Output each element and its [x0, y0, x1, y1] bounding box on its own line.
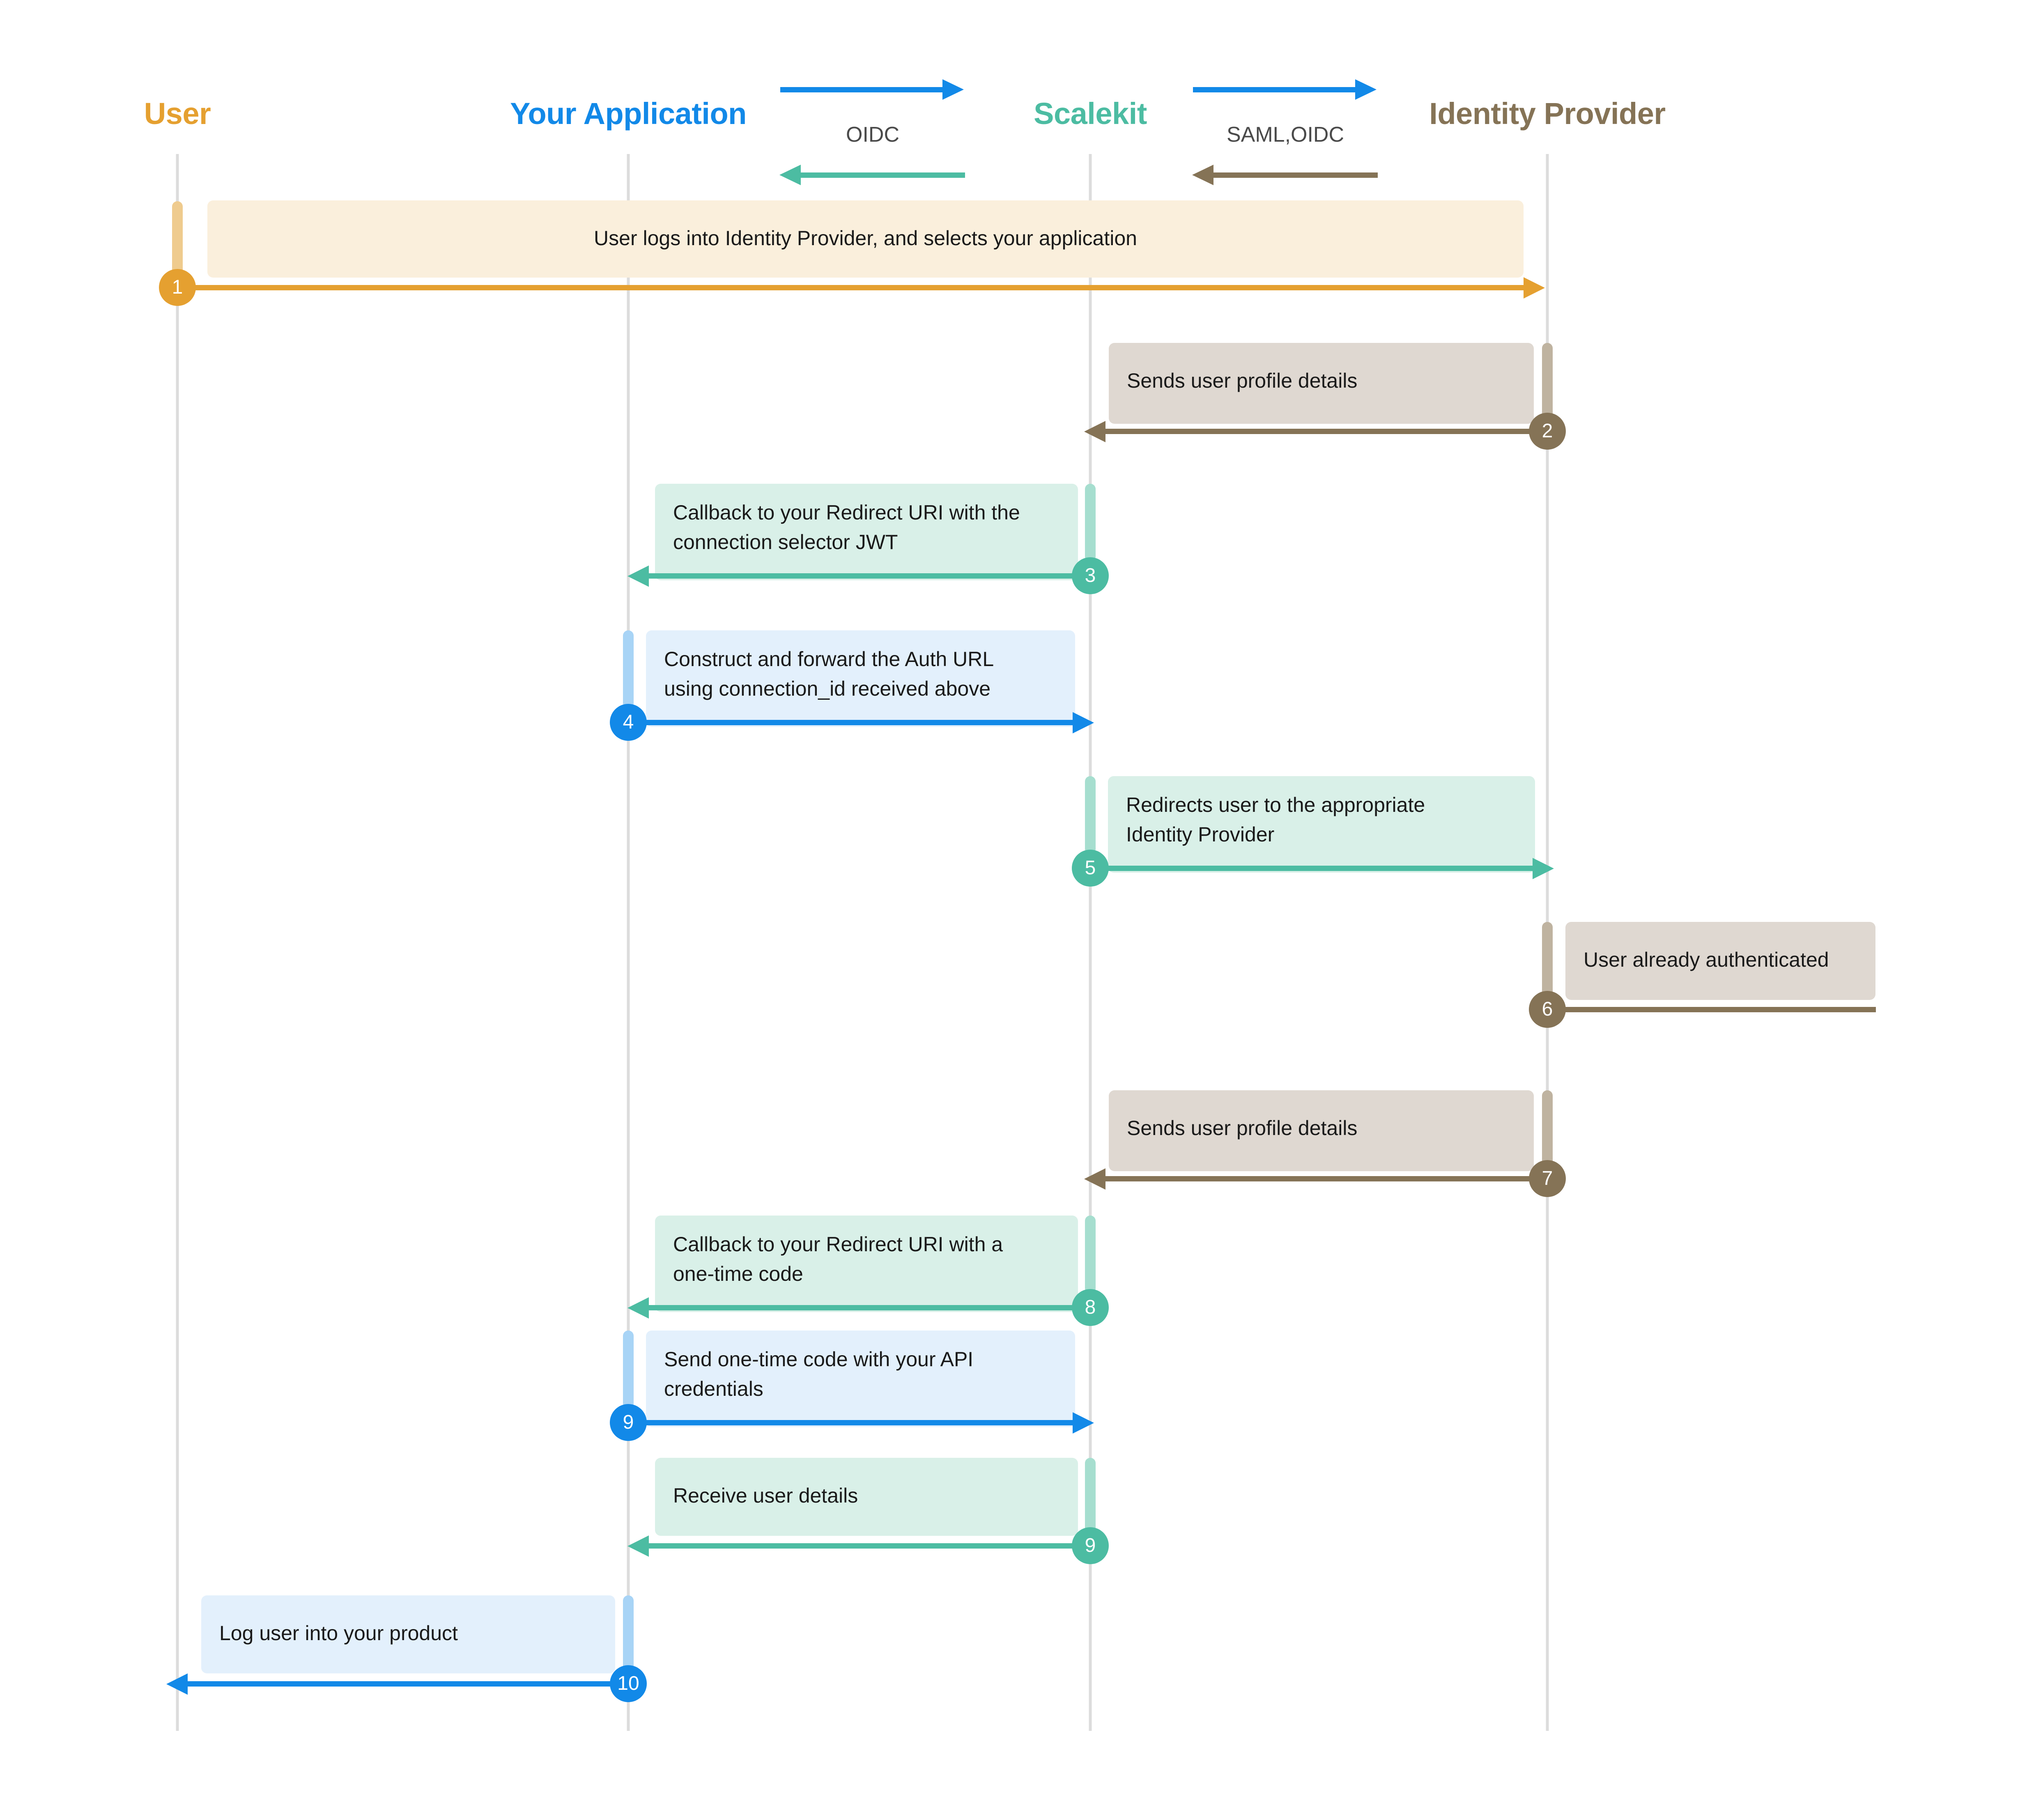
message-line-step-9a [628, 1420, 1076, 1425]
note-step-9b: Receive user details [655, 1458, 1078, 1536]
message-line-step-8 [648, 1305, 1092, 1310]
message-line-step-10 [187, 1681, 630, 1687]
legend-saml-oidc-forward-arrowhead-icon [1355, 79, 1377, 100]
legend-oidc-label: OIDC [846, 123, 899, 147]
step-badge-9a[interactable]: 9 [610, 1404, 647, 1441]
note-step-8: Callback to your Redirect URI with a one… [655, 1216, 1078, 1312]
legend-oidc-backward-line [801, 172, 965, 178]
message-line-step-4 [628, 720, 1076, 725]
legend-saml-oidc-forward-line [1193, 87, 1357, 92]
note-step-5: Redirects user to the appropriate Identi… [1108, 776, 1535, 873]
note-text-step-2: Sends user profile details [1127, 369, 1358, 392]
arrowhead-left-step-10-icon [166, 1673, 188, 1695]
note-text-step-9b: Receive user details [673, 1484, 858, 1507]
arrowhead-right-step-1-icon [1524, 277, 1545, 299]
arrowhead-right-step-4-icon [1073, 712, 1094, 733]
participant-header-identity-provider: Identity Provider [1429, 97, 1666, 131]
message-line-step-6 [1547, 1007, 1876, 1012]
note-step-2: Sends user profile details [1109, 343, 1534, 424]
note-text-step-4: Construct and forward the Auth URL using… [664, 648, 994, 700]
message-line-step-5 [1090, 866, 1537, 871]
note-step-6: User already authenticated [1565, 922, 1875, 1000]
legend-saml-oidc-backward-arrowhead-icon [1192, 165, 1213, 185]
arrowhead-left-step-7-icon [1084, 1168, 1105, 1190]
legend-oidc-forward-line [780, 87, 945, 92]
activation-bar-step-9b [1085, 1458, 1096, 1536]
message-line-step-1 [177, 285, 1533, 290]
arrowhead-right-step-9a-icon [1073, 1412, 1094, 1434]
activation-bar-step-2 [1542, 343, 1553, 421]
arrowhead-left-step-9b-icon [627, 1535, 649, 1557]
message-line-step-7 [1105, 1176, 1548, 1181]
step-badge-6[interactable]: 6 [1529, 991, 1566, 1028]
note-text-step-10: Log user into your product [219, 1622, 458, 1645]
lifeline-scalekit [1089, 154, 1092, 1731]
note-text-step-8: Callback to your Redirect URI with a one… [673, 1233, 1003, 1285]
activation-bar-step-5 [1085, 776, 1096, 854]
arrowhead-left-step-3-icon [627, 565, 649, 587]
step-badge-5[interactable]: 5 [1072, 850, 1109, 887]
legend-oidc-forward-arrowhead-icon [942, 79, 964, 100]
message-line-step-3 [648, 573, 1092, 579]
activation-bar-step-3 [1085, 484, 1096, 562]
step-badge-1[interactable]: 1 [159, 269, 196, 306]
message-line-step-2 [1105, 429, 1548, 434]
note-text-step-7: Sends user profile details [1127, 1117, 1358, 1140]
arrowhead-right-step-5-icon [1533, 858, 1554, 879]
activation-bar-step-4 [623, 630, 634, 708]
step-badge-3[interactable]: 3 [1072, 557, 1109, 594]
note-text-step-9a: Send one-time code with your API credent… [664, 1348, 974, 1400]
note-step-7: Sends user profile details [1109, 1090, 1534, 1171]
arrowhead-left-step-8-icon [627, 1297, 649, 1319]
activation-bar-step-7 [1542, 1090, 1553, 1168]
step-badge-8[interactable]: 8 [1072, 1289, 1109, 1326]
step-badge-7[interactable]: 7 [1529, 1160, 1566, 1197]
note-step-10: Log user into your product [201, 1595, 615, 1673]
activation-bar-step-10 [623, 1595, 634, 1673]
step-badge-2[interactable]: 2 [1529, 413, 1566, 450]
step-badge-4[interactable]: 4 [610, 704, 647, 741]
legend-saml-oidc-label: SAML,OIDC [1226, 123, 1344, 147]
lifeline-your-application [627, 154, 630, 1731]
activation-bar-step-8 [1085, 1216, 1096, 1294]
lifeline-user [176, 154, 179, 1731]
arrowhead-left-step-2-icon [1084, 421, 1105, 442]
note-text-step-1: User logs into Identity Provider, and se… [594, 227, 1137, 250]
note-step-4: Construct and forward the Auth URL using… [646, 630, 1075, 727]
note-step-9a: Send one-time code with your API credent… [646, 1331, 1075, 1427]
note-text-step-3: Callback to your Redirect URI with the c… [673, 501, 1020, 554]
participant-header-scalekit: Scalekit [1034, 97, 1147, 131]
legend-oidc-backward-arrowhead-icon [779, 165, 801, 185]
note-step-1: User logs into Identity Provider, and se… [207, 200, 1524, 278]
participant-header-user: User [144, 97, 211, 131]
step-badge-10[interactable]: 10 [610, 1665, 647, 1702]
step-badge-9b[interactable]: 9 [1072, 1527, 1109, 1564]
note-text-step-6: User already authenticated [1583, 948, 1829, 971]
note-text-step-5: Redirects user to the appropriate Identi… [1126, 793, 1425, 846]
participant-header-your-application: Your Application [510, 97, 747, 131]
activation-bar-step-9a [623, 1331, 634, 1409]
legend-saml-oidc-backward-line [1213, 172, 1378, 178]
message-line-step-9b [648, 1543, 1092, 1549]
note-step-3: Callback to your Redirect URI with the c… [655, 484, 1078, 580]
activation-bar-step-6 [1542, 922, 1553, 1000]
